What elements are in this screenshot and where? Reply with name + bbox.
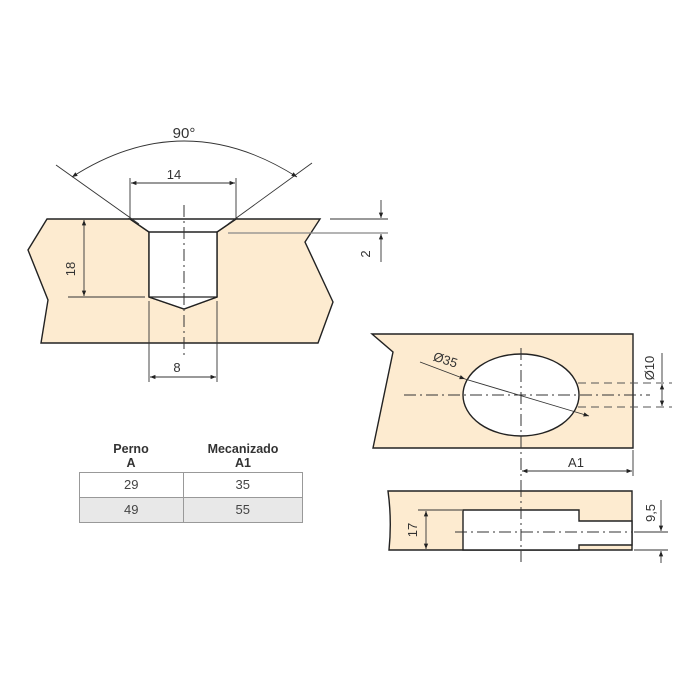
thickness-label: 17 xyxy=(405,523,420,537)
countersink-width-label: 14 xyxy=(167,167,181,182)
table-header: Perno A Mecanizado A1 xyxy=(79,442,303,470)
angle-label: 90° xyxy=(173,125,196,142)
bore-hole xyxy=(127,218,239,310)
table-row: 49 55 xyxy=(79,498,303,523)
table-cell: 49 xyxy=(80,498,184,522)
table-row: 29 35 xyxy=(79,472,303,498)
header-perno: Perno A xyxy=(113,442,149,470)
slot-section-view: 17 9,5 xyxy=(387,485,668,563)
bore-diameter-label: 8 xyxy=(173,360,180,375)
table-cell: 55 xyxy=(235,502,250,517)
dimension-table: Perno A Mecanizado A1 29 35 49 55 xyxy=(79,442,303,523)
cup-diameter-label: Ø35 xyxy=(431,349,459,371)
pin-diameter-label: Ø10 xyxy=(642,356,657,381)
header-mecanizado: Mecanizado A1 xyxy=(207,442,279,470)
slot-pocket xyxy=(462,509,633,551)
pin-center-label: 9,5 xyxy=(643,504,658,522)
countersink-section-view: 90° 14 18 2 8 xyxy=(27,125,388,382)
depth-label: 18 xyxy=(63,262,78,276)
table-cell: 29 xyxy=(80,473,184,497)
table-cell: 35 xyxy=(235,477,250,492)
offset-label: A1 xyxy=(568,455,584,470)
countersink-depth-label: 2 xyxy=(358,250,373,257)
cup-plan-view: Ø10 Ø35 A1 xyxy=(370,333,672,485)
